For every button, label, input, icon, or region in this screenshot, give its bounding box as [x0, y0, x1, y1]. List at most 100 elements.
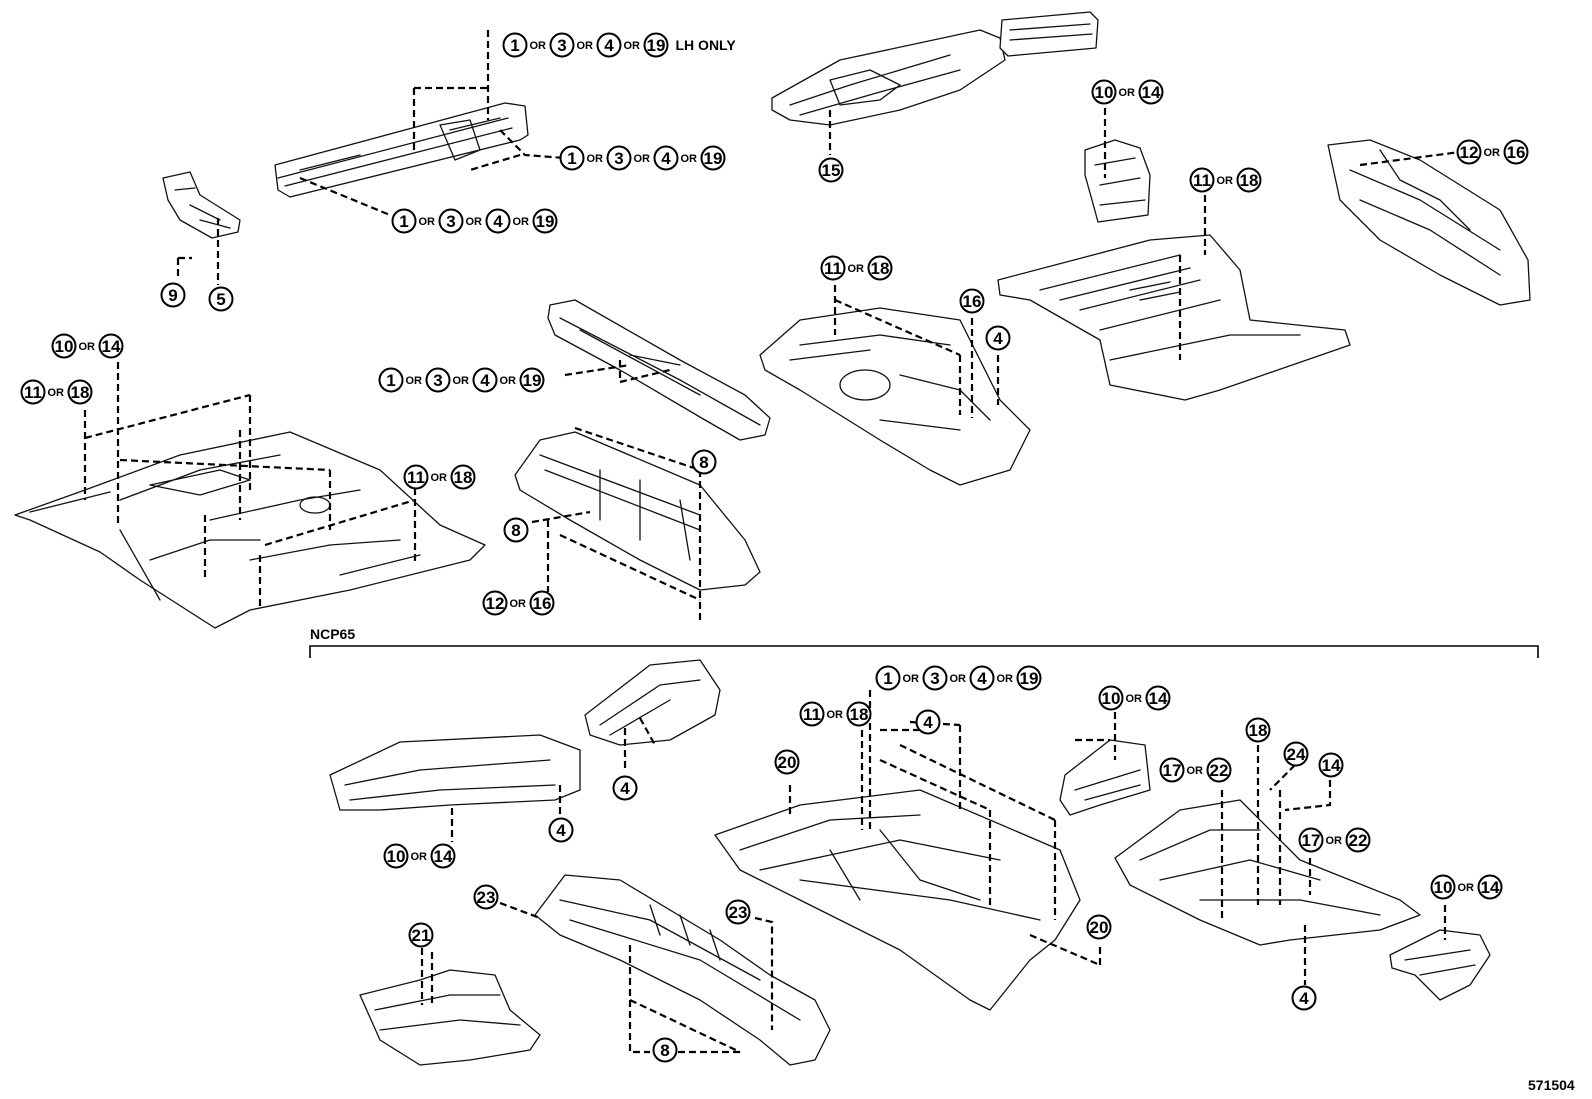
callout-circle [774, 749, 800, 775]
or-label: OR [419, 216, 436, 228]
callout-circle [1345, 827, 1371, 853]
part-number: 3 [614, 149, 623, 168]
callout-circle [725, 899, 751, 925]
or-label: OR [1187, 765, 1204, 777]
front-floor-side-sill [514, 431, 761, 591]
callout-c-4-e: 4 [1291, 985, 1317, 1011]
callout-c-23-b: 23 [725, 899, 751, 925]
part-number: 19 [523, 371, 542, 390]
callout-circle [653, 145, 679, 171]
or-label: OR [48, 387, 65, 399]
front-bracket-small [162, 171, 241, 239]
callout-circle [160, 282, 186, 308]
callout-circle [1236, 167, 1262, 193]
part-number: 19 [647, 36, 666, 55]
part-number: 8 [660, 1041, 669, 1060]
callout-circle [98, 333, 124, 359]
front-floor-pan [14, 431, 486, 629]
part-number: 11 [407, 468, 425, 487]
or-label: OR [848, 263, 865, 275]
callout-circle [549, 32, 575, 58]
callout-circle [20, 379, 46, 405]
or-label: OR [1119, 87, 1136, 99]
part-number: 16 [963, 292, 982, 311]
part-number: 14 [102, 337, 121, 356]
ncp65-front-piece [359, 969, 541, 1066]
part-number: 1 [386, 371, 395, 390]
callout-c-9: 9 [160, 282, 186, 308]
rear-cross-member-top [771, 11, 1099, 126]
part-number: 11 [1193, 171, 1211, 190]
ncp65-section-bracket: NCP65 [309, 626, 1539, 658]
or-label: OR [411, 851, 428, 863]
callout-c-18: 18 [1245, 717, 1271, 743]
callout-c-4-c: 4 [612, 775, 638, 801]
callout-circle [383, 843, 409, 869]
callout-circle [438, 208, 464, 234]
part-number: 17 [1163, 761, 1182, 780]
or-label: OR [406, 375, 423, 387]
callout-circle [1245, 717, 1271, 743]
callout-circle [403, 464, 429, 490]
or-label: OR [577, 40, 594, 52]
callout-c-4-d: 4 [548, 817, 574, 843]
or-label: OR [587, 153, 604, 165]
part-number: 3 [446, 212, 455, 231]
or-label: OR [681, 153, 698, 165]
or-label: OR [903, 673, 920, 685]
part-number: 1 [399, 212, 408, 231]
part-number: 18 [1240, 171, 1259, 190]
callout-circle [208, 286, 234, 312]
or-label: OR [950, 673, 967, 685]
callout-circle [1145, 685, 1171, 711]
part-number: 11 [824, 259, 842, 278]
callout-c-8-a: 8 [691, 449, 717, 475]
callout-circle [846, 701, 872, 727]
callout-c-15: 15 [818, 157, 844, 183]
part-number: 4 [993, 329, 1003, 348]
part-number: 10 [55, 337, 74, 356]
callout-circle [378, 367, 404, 393]
part-number: 16 [1507, 143, 1526, 162]
or-label: OR [624, 40, 641, 52]
callout-c-8-c: 8 [652, 1037, 678, 1063]
callout-circle [875, 665, 901, 691]
callout-circle [503, 517, 529, 543]
part-number: 3 [433, 371, 442, 390]
part-number: 11 [24, 383, 42, 402]
callout-circle [1456, 139, 1482, 165]
part-number: 5 [216, 290, 225, 309]
callout-circle [691, 449, 717, 475]
part-number: 1 [510, 36, 519, 55]
part-number: 23 [729, 903, 748, 922]
or-label: OR [1217, 175, 1234, 187]
callout-c-23-a: 23 [473, 884, 499, 910]
callout-circle [596, 32, 622, 58]
callout-circle [1318, 752, 1344, 778]
or-label: OR [530, 40, 547, 52]
part-number: 9 [168, 286, 177, 305]
callout-circle [1503, 139, 1529, 165]
section-label: NCP65 [310, 626, 355, 642]
part-number: 4 [661, 149, 671, 168]
callout-circle [559, 145, 585, 171]
ncp65-side-member-left [329, 659, 721, 811]
callout-circle [969, 665, 995, 691]
part-number: 4 [977, 669, 987, 688]
callout-circle [652, 1037, 678, 1063]
or-label: OR [466, 216, 483, 228]
side-bracket-a [1084, 139, 1151, 223]
or-label: OR [500, 375, 517, 387]
part-number: 21 [412, 926, 431, 945]
part-number: 11 [803, 705, 821, 724]
part-number: 24 [1287, 745, 1306, 764]
